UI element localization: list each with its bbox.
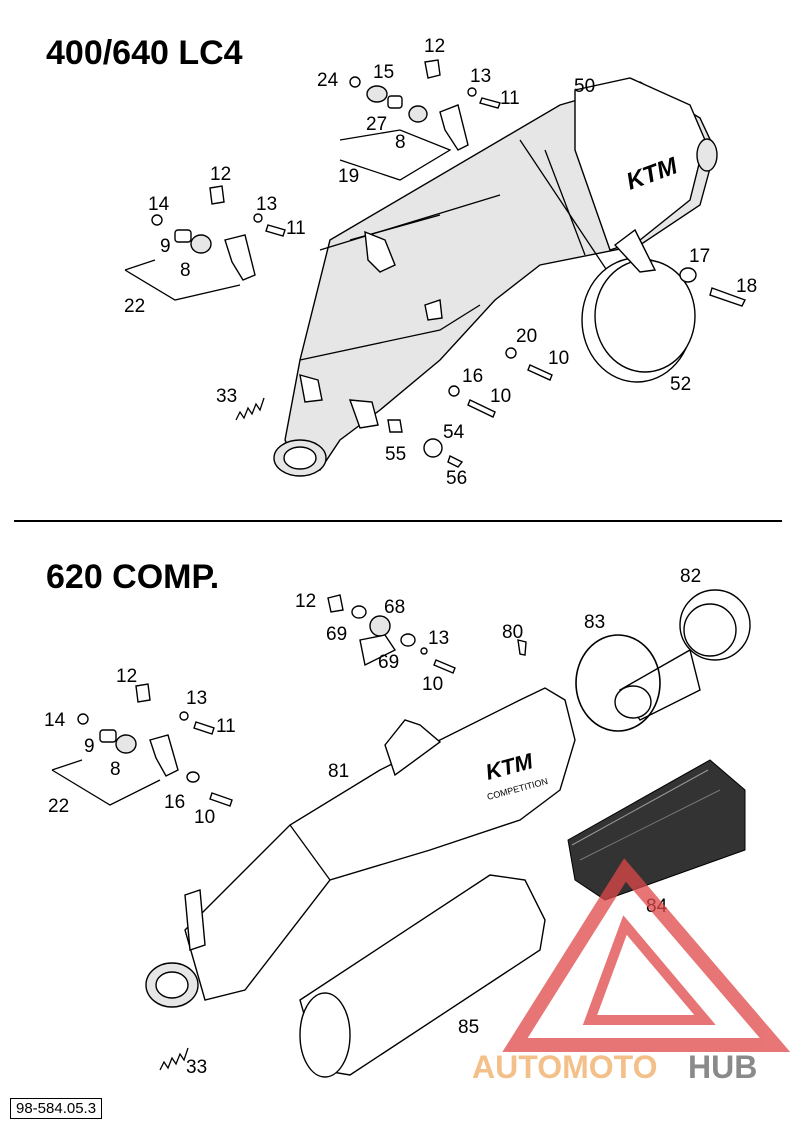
section-title-comp: 620 COMP. <box>46 558 219 596</box>
watermark-text-automoto: AUTOMOTO <box>472 1049 657 1085</box>
label-81: 81 <box>328 761 349 782</box>
bracket-cluster-left <box>124 185 286 301</box>
label-13-comp: 13 <box>428 628 449 649</box>
label-9-comp: 9 <box>84 736 95 757</box>
watermark-logo <box>502 858 791 1052</box>
clamp-52 <box>581 228 696 383</box>
label-10-comp: 10 <box>422 674 443 695</box>
label-82: 82 <box>680 566 701 587</box>
label-12-comp: 12 <box>295 591 316 612</box>
label-16: 16 <box>462 366 483 387</box>
label-11-left: 11 <box>286 218 306 239</box>
label-14: 14 <box>148 194 170 215</box>
spring-33 <box>235 397 265 421</box>
label-54: 54 <box>443 422 465 443</box>
label-14-comp: 14 <box>44 710 66 731</box>
label-80: 80 <box>502 622 523 643</box>
label-8-comp: 8 <box>110 759 121 780</box>
label-69: 69 <box>326 624 347 645</box>
label-52: 52 <box>670 374 691 395</box>
label-17: 17 <box>689 246 710 267</box>
label-10-b: 10 <box>490 386 511 407</box>
label-8: 8 <box>395 132 406 153</box>
label-85: 85 <box>458 1017 479 1038</box>
label-33: 33 <box>216 386 237 407</box>
seal-ring-83 <box>575 634 661 732</box>
insulation-85 <box>299 874 546 1078</box>
muffler-81: KTM COMPETITION <box>145 687 576 1008</box>
label-19: 19 <box>338 166 359 187</box>
silencer-50: KTM <box>273 77 718 477</box>
label-12-left: 12 <box>210 164 231 185</box>
label-24: 24 <box>317 70 339 91</box>
label-12: 12 <box>424 36 445 57</box>
label-11: 11 <box>500 88 520 109</box>
bracket-cluster-comp-left <box>51 683 233 807</box>
label-13-left: 13 <box>256 194 277 215</box>
label-56: 56 <box>446 468 467 489</box>
label-15: 15 <box>373 62 394 83</box>
end-cap-82 <box>614 589 751 721</box>
label-8-left: 8 <box>180 260 191 281</box>
spring-33-comp <box>159 1047 189 1071</box>
label-16-comp: 16 <box>164 792 185 813</box>
label-11-comp-left: 11 <box>216 716 236 737</box>
label-69-b: 69 <box>378 652 399 673</box>
label-13: 13 <box>470 66 491 87</box>
label-22-comp: 22 <box>48 796 69 817</box>
document-id: 98-584.05.3 <box>10 1098 103 1119</box>
label-22: 22 <box>124 296 145 317</box>
label-20: 20 <box>516 326 537 347</box>
packing-84 <box>567 759 746 901</box>
label-9: 9 <box>160 236 171 257</box>
label-27: 27 <box>366 114 387 135</box>
label-55: 55 <box>385 444 406 465</box>
bracket-cluster-comp-top <box>327 594 527 674</box>
bolts-right <box>387 267 746 468</box>
watermark-text-hub: HUB <box>688 1049 757 1085</box>
label-12-comp-left: 12 <box>116 666 137 687</box>
bracket-cluster-top <box>339 59 501 181</box>
label-68: 68 <box>384 597 405 618</box>
label-50: 50 <box>574 76 595 97</box>
label-10-comp-left: 10 <box>194 807 215 828</box>
label-10: 10 <box>548 348 569 369</box>
label-33-comp: 33 <box>186 1057 207 1078</box>
section-title-lc4: 400/640 LC4 <box>46 34 243 72</box>
label-83: 83 <box>584 612 605 633</box>
label-18: 18 <box>736 276 757 297</box>
label-13-comp-left: 13 <box>186 688 207 709</box>
